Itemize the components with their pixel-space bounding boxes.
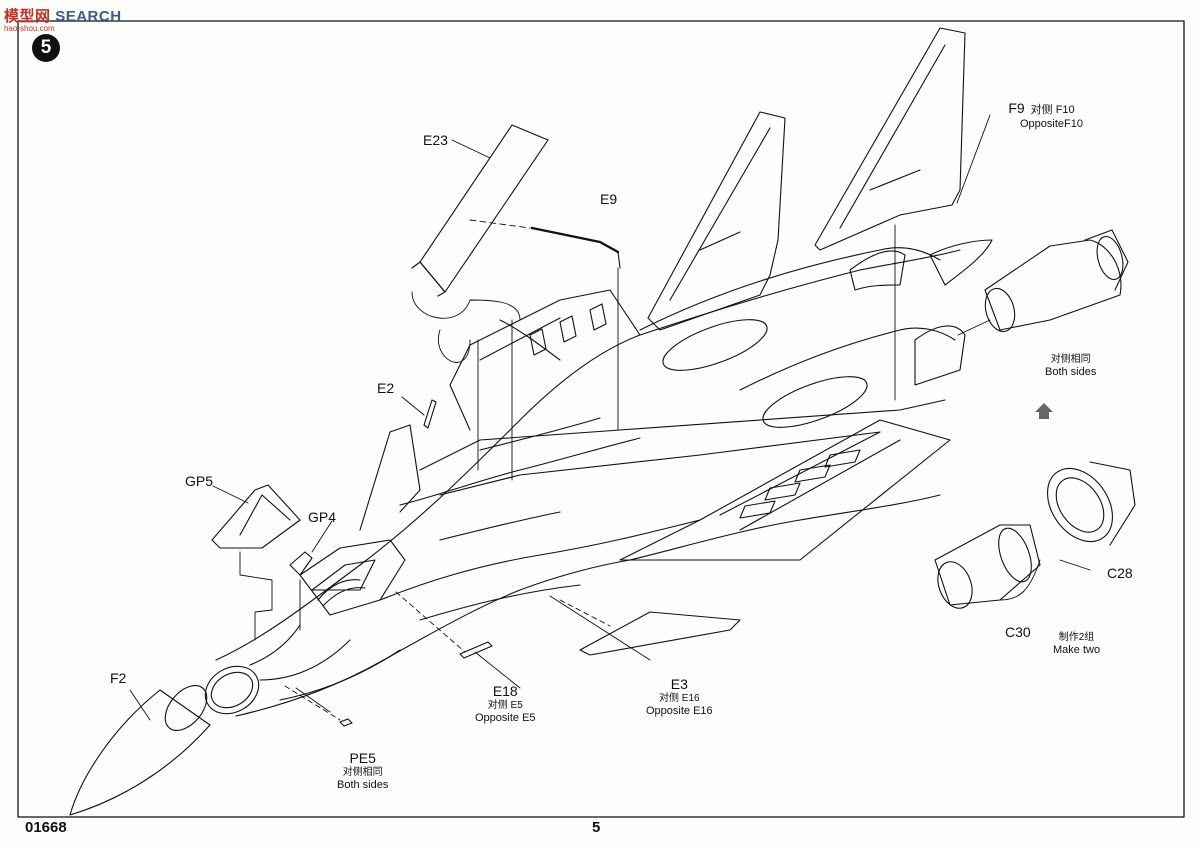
label-e3: E3 对侧 E16 Opposite E16 (646, 677, 713, 718)
watermark-logo: 模型网 SEARCH hao-shou.com (4, 5, 122, 33)
watermark-cn: 模型网 (4, 8, 51, 25)
label-e9: E9 (600, 191, 618, 207)
label-make-two-en: Make two (1053, 644, 1101, 656)
label-e18-id: E18 (492, 683, 518, 699)
part-gp5-shape (211, 484, 301, 549)
label-c28: C28 (1107, 565, 1133, 581)
up-arrow-icon (1035, 403, 1053, 419)
label-gp5: GP5 (185, 473, 214, 489)
label-e18-cn: 对侧 E5 (487, 700, 523, 711)
part-nozzle-lower-shape (934, 461, 1136, 609)
fuselage-drawing (204, 27, 993, 717)
label-e3-id: E3 (670, 676, 688, 692)
label-gp4: GP4 (308, 509, 337, 525)
label-f9-en: OppositeF10 (1020, 118, 1083, 130)
label-pe5-cn: 对侧相同 (342, 767, 383, 778)
part-pe5-shape (339, 718, 353, 727)
kit-number: 01668 (25, 819, 67, 836)
label-make-two-cn: 制作2组 (1058, 632, 1095, 643)
part-nozzle-upper-shape (984, 229, 1129, 333)
part-e2-shape (423, 399, 437, 429)
label-c30: C30 (1005, 624, 1031, 640)
label-pe5-id: PE5 (349, 750, 376, 766)
step-number-badge: 5 (32, 34, 60, 62)
label-f2: F2 (110, 670, 127, 686)
part-f2-shape (69, 689, 211, 816)
label-f9-cn: 对侧 F10 (1030, 104, 1075, 116)
watermark-en: SEARCH (55, 8, 122, 25)
label-e2: E2 (377, 380, 395, 396)
label-e18-en: Opposite E5 (475, 712, 536, 724)
watermark-url: hao-shou.com (4, 24, 55, 33)
left-vertical-fin (647, 111, 786, 331)
part-gp4-shape (289, 551, 313, 576)
part-e23-shape (419, 124, 549, 293)
label-nozzle-en: Both sides (1045, 366, 1097, 378)
page-frame (17, 20, 1185, 818)
part-e9-shape (530, 226, 620, 254)
label-e3-cn: 对侧 E16 (659, 693, 700, 704)
page-number: 5 (592, 819, 601, 836)
part-e18-shape (459, 641, 493, 659)
part-e3-shape (579, 611, 741, 656)
label-nozzle-cn: 对侧相同 (1050, 354, 1091, 365)
label-pe5-en: Both sides (337, 779, 389, 791)
label-f9: F9 对侧 F10 OppositeF10 (1000, 101, 1083, 131)
label-f9-id: F9 (1008, 100, 1025, 116)
label-e18: E18 对侧 E5 Opposite E5 (475, 684, 536, 725)
label-pe5: PE5 对侧相同 Both sides (337, 751, 388, 792)
right-vertical-fin (814, 27, 966, 251)
label-e3-en: Opposite E16 (646, 705, 713, 717)
label-make-two: 制作2组 Make two (1053, 631, 1100, 657)
label-nozzle-note: 对侧相同 Both sides (1045, 353, 1096, 379)
label-e23: E23 (423, 132, 448, 148)
